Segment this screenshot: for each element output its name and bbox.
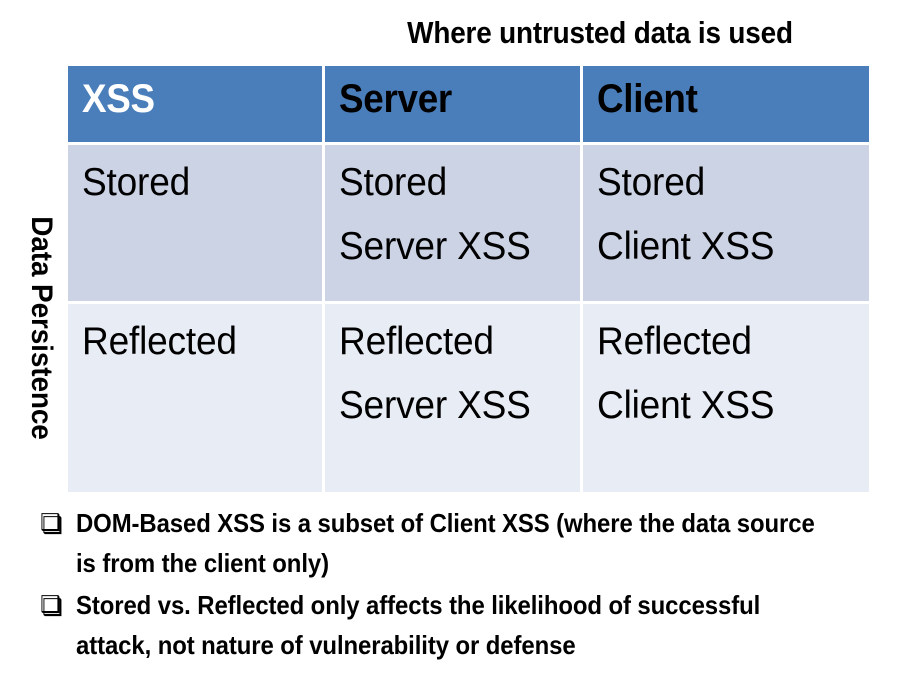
notes-list: ❑ DOM-Based XSS is a subset of Client XS… <box>36 503 904 667</box>
matrix-column-header-client-label: Client <box>597 77 698 121</box>
matrix-row-stored: Stored Stored Server XSS Stored Client X… <box>68 145 869 304</box>
note-item-text: Stored vs. Reflected only affects the li… <box>76 590 761 660</box>
matrix-cell-stored-server: Stored Server XSS <box>325 145 583 304</box>
matrix-column-header-client: Client <box>583 66 869 145</box>
matrix-cell-stored-server-label: Stored Server XSS <box>339 161 531 268</box>
matrix-corner-label: XSS <box>82 77 155 121</box>
note-item: ❑ DOM-Based XSS is a subset of Client XS… <box>36 503 904 583</box>
matrix-column-header-server: Server <box>325 66 583 145</box>
matrix-cell-reflected-server: Reflected Server XSS <box>325 304 583 492</box>
column-axis-title: Where untrusted data is used <box>407 15 793 50</box>
note-item-text: DOM-Based XSS is a subset of Client XSS … <box>76 508 815 578</box>
matrix-cell-reflected-client-label: Reflected Client XSS <box>597 320 775 427</box>
matrix-corner-header: XSS <box>68 66 325 145</box>
matrix-row-header-stored: Stored <box>68 145 325 304</box>
matrix-cell-stored-client-label: Stored Client XSS <box>597 161 775 268</box>
matrix-row-header-reflected: Reflected <box>68 304 325 492</box>
square-bullet-icon: ❑ <box>40 510 61 536</box>
note-item: ❑ Stored vs. Reflected only affects the … <box>36 585 904 665</box>
xss-taxonomy-matrix: XSS Server Client Stored Stored Server X… <box>68 66 869 492</box>
matrix-cell-reflected-server-label: Reflected Server XSS <box>339 320 531 427</box>
matrix-row-reflected: Reflected Reflected Server XSS Reflected… <box>68 304 869 492</box>
row-axis-title: Data Persistence <box>25 216 58 440</box>
matrix-row-header-stored-label: Stored <box>82 161 191 204</box>
matrix-column-header-server-label: Server <box>339 77 452 121</box>
matrix-row-header-reflected-label: Reflected <box>82 320 237 363</box>
matrix-cell-reflected-client: Reflected Client XSS <box>583 304 869 492</box>
matrix-cell-stored-client: Stored Client XSS <box>583 145 869 304</box>
matrix-header-row: XSS Server Client <box>68 66 869 145</box>
square-bullet-icon: ❑ <box>40 592 61 618</box>
